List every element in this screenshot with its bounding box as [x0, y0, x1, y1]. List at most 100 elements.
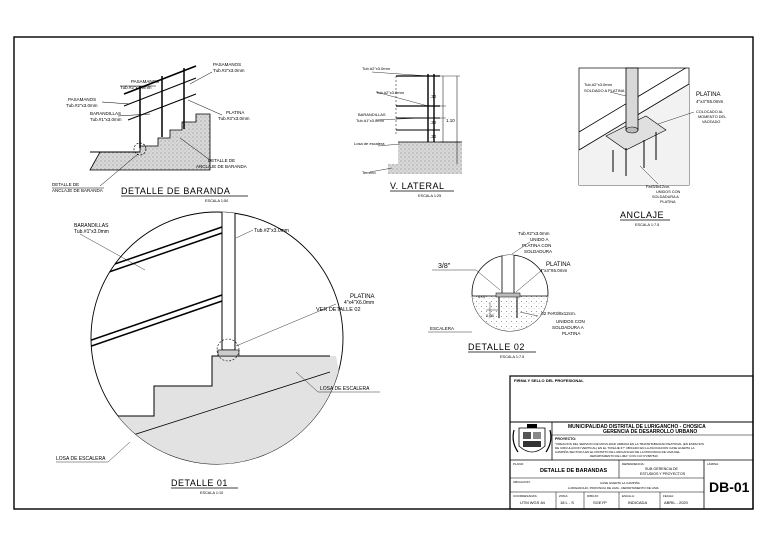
label-anclaje-tub-note: SOLDADO A PLATINA	[584, 88, 625, 93]
label-lateral-tub-top: Tub.#2"x3.0mm	[362, 66, 391, 71]
detalle-baranda: PASAMANOS Tub.#2"x3.0mm PASAMANOS Tub.#2…	[52, 62, 250, 203]
tb-proyecto-2: DE CIRCULACION VERTICAL) EN EL "PASAJE 3…	[555, 446, 695, 450]
dim-lateral-2: .30	[430, 120, 437, 125]
title-anclaje: ANCLAJE	[620, 210, 664, 220]
label-barandillas-spec: Tub.#1"x3.0mm	[90, 117, 122, 122]
scale-detalle-01: ESCALA 1:10	[200, 491, 223, 495]
label-anclaje-platina: PLATINA	[696, 92, 721, 98]
label-pasamanos-top-spec: Tub.#2"x3.0mm	[120, 85, 152, 90]
label-d02-dim-07: 0.07	[478, 294, 487, 299]
tb-proyecto-label: PROYECTO:	[555, 437, 576, 441]
scale-anclaje: ESCALA 1:7.5	[635, 223, 659, 227]
label-platina: PLATINA	[226, 110, 244, 115]
label-detalle-anclaje-right-2: ANCLAJE DE BARANDA	[196, 164, 247, 169]
label-d01-losa-right: LOSA DE ESCALERA	[320, 386, 370, 392]
tb-proyecto-4: DEPARTAMENTO DE LIMA" CON CUI N°2687810	[590, 454, 658, 458]
tb-plano: DETALLE DE BARANDAS	[540, 468, 607, 474]
label-d02-tub: Tub.#2"x3.0mm	[518, 231, 550, 236]
label-d01-platina: PLATINA	[350, 294, 375, 300]
dim-lateral-1: .30	[430, 94, 437, 99]
tb-plano-label: PLANO:	[513, 462, 524, 466]
tb-zona: 18 L - S	[560, 500, 574, 505]
tb-dibujo-label: DIBUJO:	[587, 494, 599, 498]
title-lateral: V. LATERAL	[390, 181, 445, 191]
label-lateral-terreno: Terreno	[362, 170, 376, 175]
label-lateral-barandillas: BARANDILLAS	[358, 112, 386, 117]
tb-ubicacion-2: LURIGANCHO, PROVINCIA DE LIMA - DEPARTAM…	[568, 486, 659, 490]
tb-proyecto-3: CAMPIÑA SECTOR A EN EL DISTRITO DE LURIG…	[555, 449, 680, 454]
title-detalle-02: DETALLE 02	[468, 342, 525, 352]
label-d01-tub: Tub.#2"x3.0mm	[254, 228, 289, 234]
title-detalle-01: DETALLE 01	[171, 478, 228, 488]
label-barandillas: BARANDILLAS	[90, 111, 121, 116]
dim-lateral-3: .30	[430, 134, 437, 139]
label-pasamanos-mid: PASAMANOS	[213, 62, 241, 67]
title-block	[509, 375, 754, 510]
tb-firma: FIRMA Y SELLO DEL PROFESIONAL	[514, 378, 584, 383]
tb-dependencia-label: DEPENDENCIA:	[622, 462, 645, 466]
label-anclaje-platina-spec: 4"x4"X6.0mm	[696, 99, 723, 104]
dim-lateral-total: 1.10	[446, 118, 455, 123]
tb-fecha-label: FECHA:	[663, 494, 674, 498]
label-d02-dim-05: 0.05	[486, 313, 495, 318]
label-pasamanos-left: PASAMANOS	[68, 97, 96, 102]
label-lateral-losa: Losa de escalera	[354, 141, 385, 146]
tb-ubicacion-1: CASE HUERTA LA CAMPIÑA	[600, 480, 640, 485]
tb-lamina: DB-01	[709, 479, 750, 495]
label-anclaje-colocado-3: VACEADO	[702, 120, 720, 124]
label-d02-unido-1: UNIDO A	[530, 237, 549, 242]
label-detalle-anclaje-right: DETALLE DE	[208, 158, 235, 163]
tb-dependencia-1: SUB GERENCIA DE	[645, 467, 679, 471]
label-detalle-anclaje-left: DETALLE DE	[52, 182, 79, 187]
tb-ubicacion-label: UBICACION:	[513, 480, 531, 484]
scale-detalle-02: ESCALA 1:7.5	[500, 355, 524, 359]
label-platina-spec: Tub.#3"x3.0mm	[218, 116, 250, 121]
label-d02-fe-3: SOLDADURA A	[552, 325, 584, 330]
label-d02-unido-3: SOLDADURA	[524, 249, 552, 254]
label-anclaje-fe-1: Fe#3/8x12cm.	[646, 185, 670, 189]
label-d02-fe-4: PLATINA	[562, 331, 580, 336]
label-d01-ver: VER DETALLE 02	[316, 307, 361, 313]
sheet-border	[13, 36, 754, 510]
label-d02-fe-2: UNIDOS CON	[556, 319, 585, 324]
tb-municipalidad: MUNICIPALIDAD DISTRITAL DE LURIGANCHO - …	[568, 424, 706, 430]
tb-escala: INDICADA	[628, 500, 647, 505]
label-d02-platina-spec: 4"x4"X6.0mm	[540, 268, 567, 273]
label-anclaje-fe-4: PLATINA	[660, 200, 676, 204]
tb-gerencia: GERENCIA DE DESARROLLO URBANO	[603, 429, 697, 435]
label-detalle-anclaje-left-2: ANCLAJE DE BARANDA	[52, 188, 103, 193]
label-anclaje-tub: Tub.#2"x3.0mm	[584, 82, 613, 87]
tb-zona-label: ZONA:	[559, 494, 568, 498]
label-d02-fe-1: .02 Fe#3/8x12cm.	[540, 311, 576, 316]
tb-coord: UTM WGS 84	[520, 500, 546, 505]
label-anclaje-colocado-2: MOMENTO DEL	[698, 115, 726, 119]
label-d01-platina-spec: 4"x4"X6.0mm	[344, 300, 374, 306]
label-anclaje-fe-3: SOLDADURA A	[652, 195, 679, 199]
tb-fecha: ABRIL - 2020	[664, 500, 689, 505]
label-pasamanos-top: PASAMANOS	[131, 79, 159, 84]
tb-dibujo: SGEYP	[593, 500, 607, 505]
anclaje: Tub.#2"x3.0mm SOLDADO A PLATINA PLATINA …	[578, 67, 726, 227]
detalle-01: BARANDILLAS Tub.#1"x3.0mm Tub.#2"x3.0mm …	[56, 211, 380, 495]
tb-lamina-label: LÁMINA:	[707, 462, 719, 466]
label-pasamanos-left-spec: Tub.#2"x3.0mm	[66, 103, 98, 108]
municipal-crest-icon	[512, 424, 552, 453]
label-lateral-tub-mid: Tub.#2"x3.0mm	[376, 90, 405, 95]
title-detalle-baranda: DETALLE DE BARANDA	[121, 186, 230, 196]
label-pasamanos-mid-spec: Tub.#2"x3.0mm	[213, 68, 245, 73]
label-d02-platina: PLATINA	[546, 262, 571, 268]
tb-escala-label: ESCALA:	[622, 494, 635, 498]
tb-dependencia-2: ESTUDIOS Y PROYECTOS	[640, 472, 686, 476]
label-d02-dim-38: 3/8"	[438, 263, 451, 270]
scale-detalle-baranda: ESCALA 1:50	[205, 199, 228, 203]
label-anclaje-colocado-1: COLOCADO AL	[696, 110, 723, 114]
label-lateral-barandillas-spec: Tub.#1"x3.0mm	[356, 118, 385, 123]
label-d01-barandillas: BARANDILLAS	[74, 223, 109, 229]
tb-proyecto-1: "CREACION DEL SERVICIO DE MOVILIDAD URBA…	[555, 442, 704, 446]
vista-lateral: Tub.#2"x3.0mm Tub.#2"x3.0mm BARANDILLAS …	[354, 66, 462, 198]
label-d02-unido-2: PLATINA CON	[522, 243, 551, 248]
label-d02-escalera: ESCALERA	[430, 326, 454, 331]
label-d01-losa-left: LOSA DE ESCALERA	[56, 456, 106, 462]
detalle-02: Tub.#2"x3.0mm UNIDO A PLATINA CON SOLDAD…	[428, 231, 585, 359]
